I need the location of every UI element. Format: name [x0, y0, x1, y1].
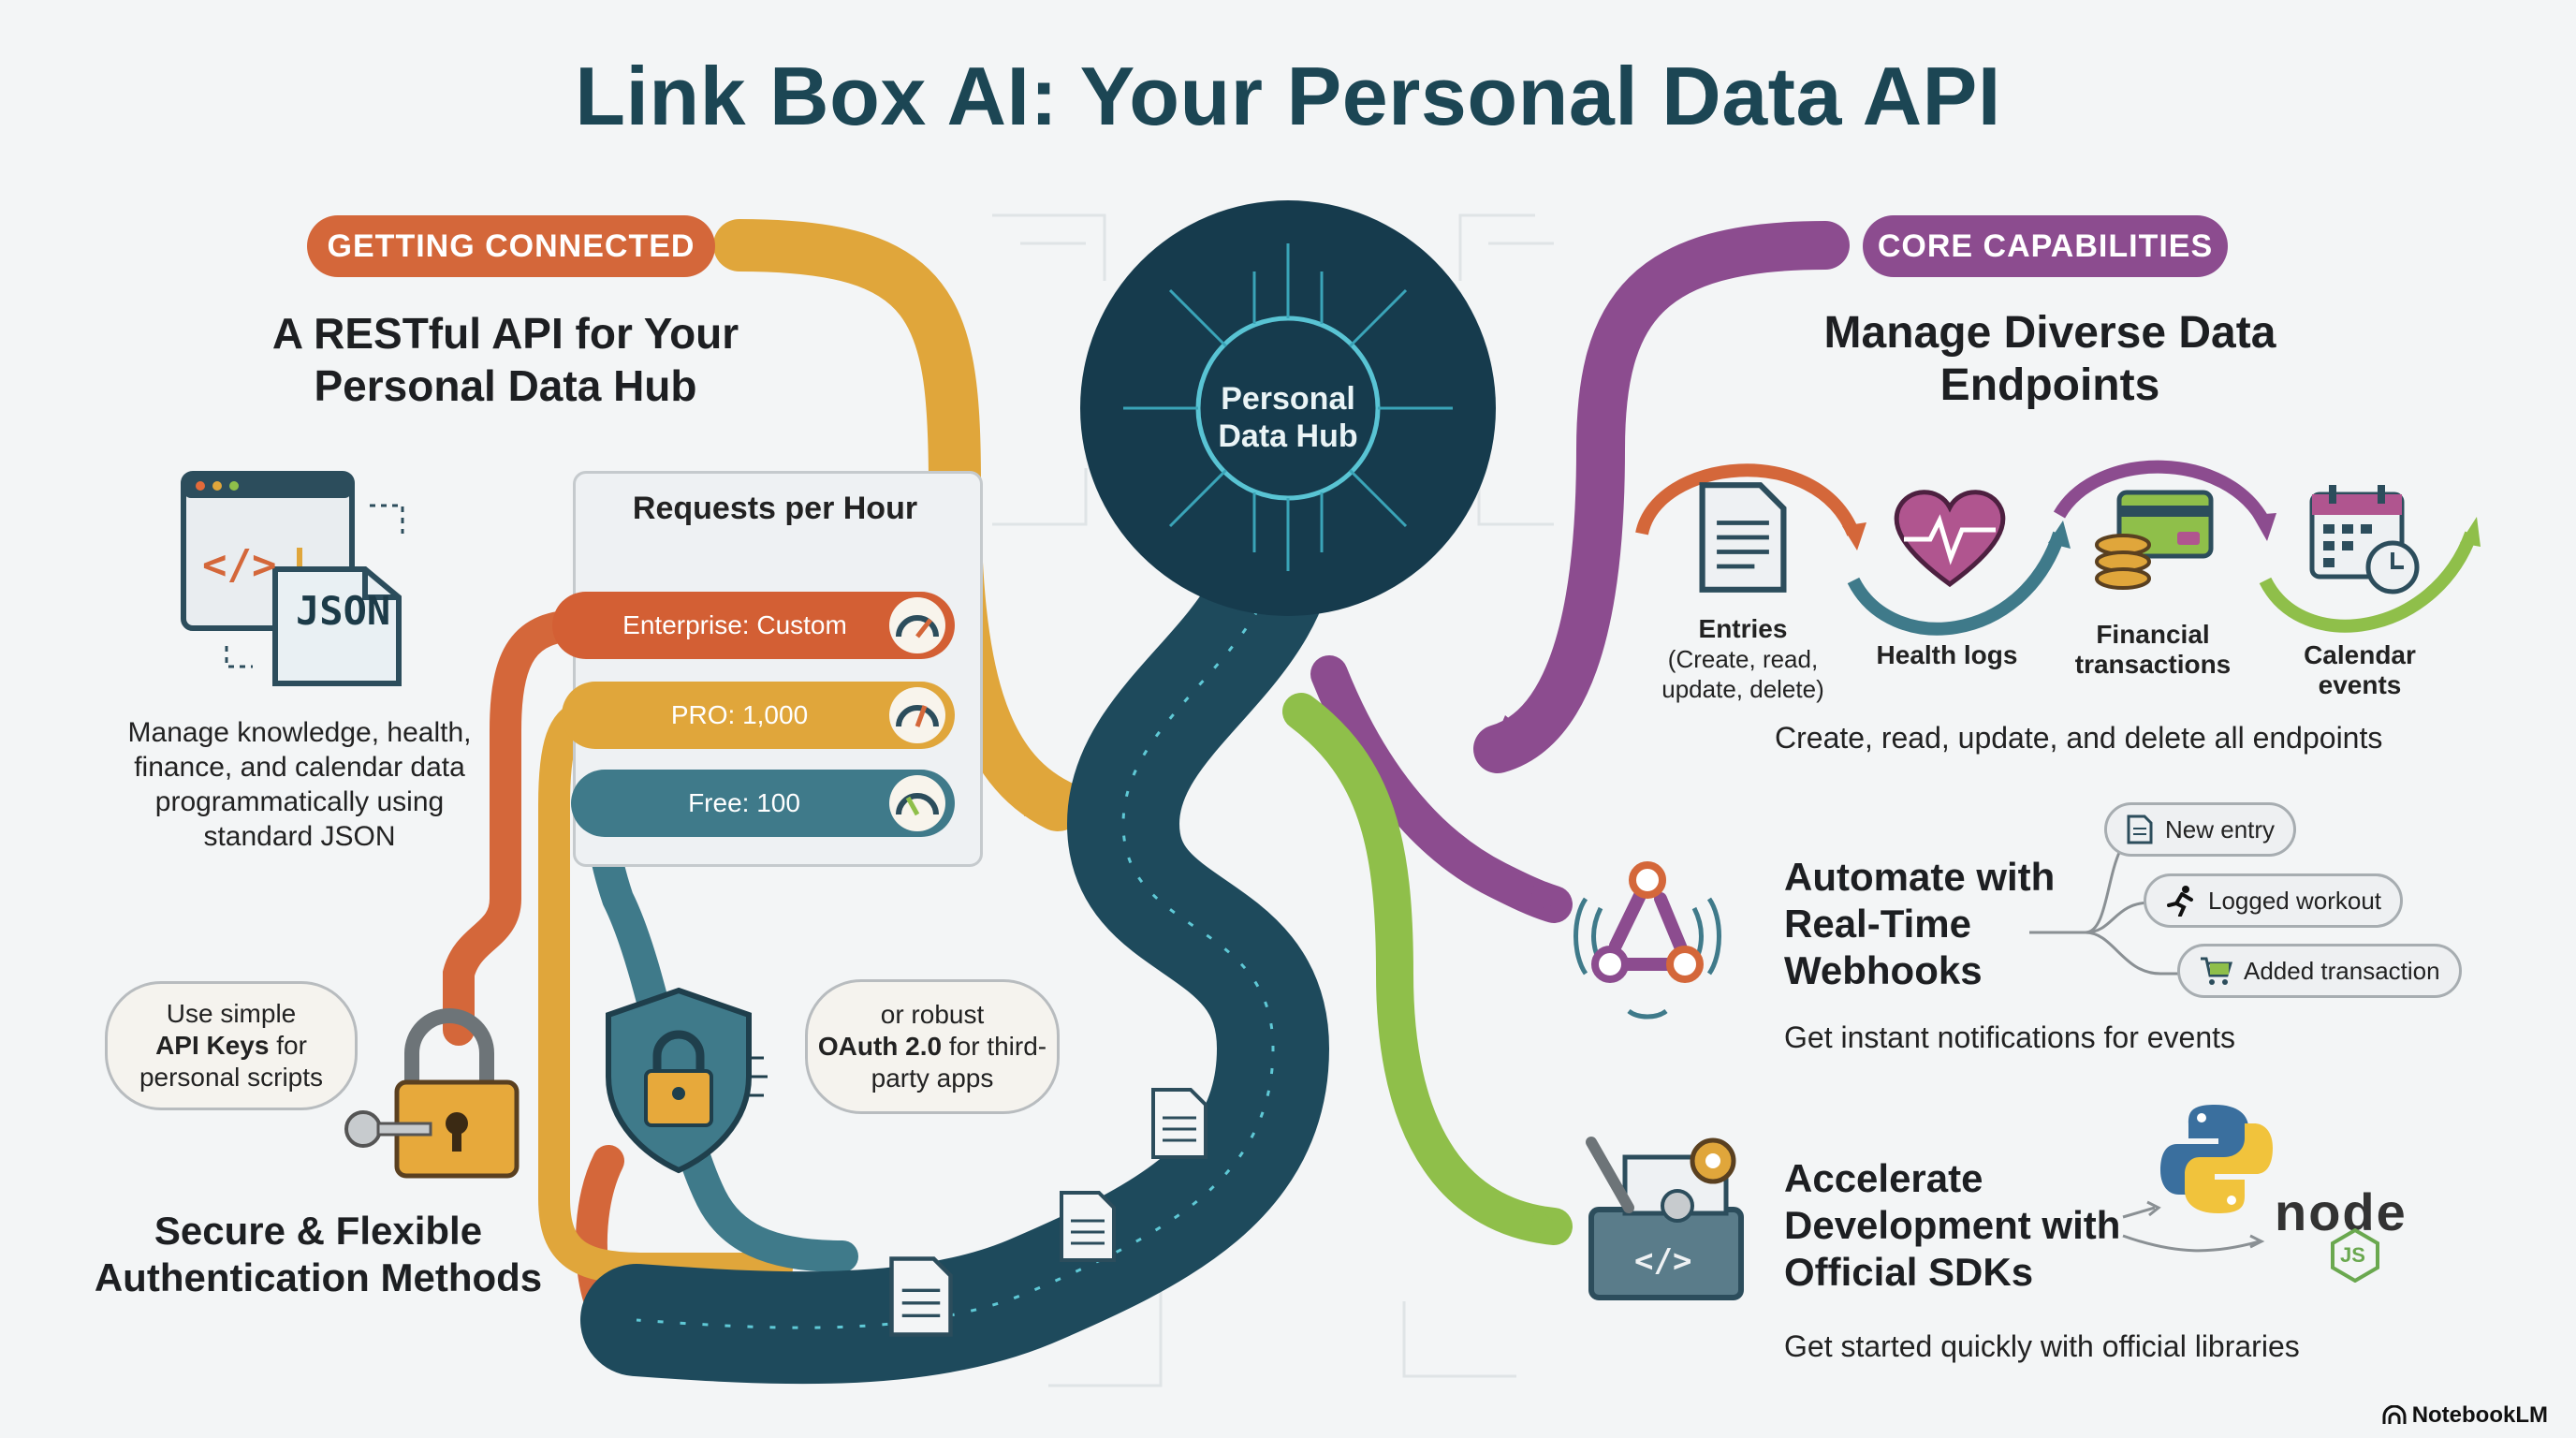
gauge-icon: [889, 687, 945, 743]
notebooklm-logo: NotebookLM: [2382, 1402, 2548, 1429]
padlock-key-icon: [344, 1008, 520, 1179]
api-keys-pre: Use simple: [166, 999, 297, 1028]
purple-webhook-arrowhead: [1528, 880, 1556, 912]
json-tag: JSON: [296, 588, 391, 634]
gauge-icon: [889, 775, 945, 831]
cart-icon: [2201, 957, 2232, 985]
svg-text:</>: </>: [1634, 1242, 1691, 1280]
endpoint-health-logs: Health logs: [1876, 640, 2018, 669]
tier-free-label: Free: 100: [688, 788, 800, 817]
shield-lock-icon: [606, 987, 768, 1174]
money-card-icon: [2095, 490, 2214, 590]
purple-arrowhead: [1488, 715, 1526, 755]
endpoint-entries-sub: (Create, read, update, delete): [1661, 645, 1824, 703]
event-new-entry-label: New entry: [2165, 814, 2276, 844]
endpoint-calendar: Calendar events: [2304, 640, 2416, 699]
endpoints-heading: Manage Diverse Data Endpoints: [1823, 308, 2276, 410]
green-arrowhead: [1530, 1206, 1559, 1236]
api-keys-post: for personal scripts: [139, 1031, 324, 1092]
brand-label: NotebookLM: [2411, 1402, 2548, 1428]
page-title: Link Box AI: Your Personal Data API: [575, 50, 2001, 142]
js-label: JS: [2340, 1243, 2365, 1267]
code-tag: </>: [202, 541, 277, 589]
getting-connected-pill: GETTING CONNECTED: [307, 215, 715, 277]
purple-webhook-path: [1310, 655, 1573, 923]
event-added-transaction-label: Added transaction: [2244, 956, 2440, 985]
tier-enterprise-label: Enterprise: Custom: [622, 610, 847, 639]
sdks-title: Accelerate Development with Official SDK…: [1784, 1156, 2121, 1294]
circuit-decoration: [992, 213, 1554, 1387]
tier-enterprise: Enterprise: Custom: [552, 592, 955, 659]
webhook-icon: [1573, 861, 1721, 1020]
tier-pro-label: PRO: 1,000: [670, 700, 809, 729]
hub-label: Personal Data Hub: [1218, 381, 1358, 454]
nodejs-hexagon-icon: [2331, 1228, 2379, 1283]
event-added-transaction: Added transaction: [2177, 944, 2462, 998]
entries-document-icon: [1699, 482, 1787, 593]
auth-heading: Secure & Flexible Authentication Methods: [94, 1209, 543, 1299]
restful-description: Manage knowledge, health, finance, and c…: [127, 717, 472, 852]
core-capabilities-pill: CORE CAPABILITIES: [1863, 215, 2228, 277]
green-sdk-path: [1282, 693, 1573, 1245]
oauth-post: for third-party apps: [871, 1032, 1047, 1093]
document-icon: [1060, 1191, 1116, 1262]
endpoint-entries: Entries (Create, read, update, delete): [1649, 614, 1837, 704]
event-logged-workout: Logged workout: [2144, 873, 2404, 928]
heart-pulse-icon: [1894, 490, 2006, 588]
gold-arrowhead: [1024, 786, 1067, 816]
crud-description: Create, read, update, and delete all end…: [1775, 721, 2383, 755]
endpoint-financial: Financial transactions: [2074, 620, 2232, 679]
document-icon: [1151, 1088, 1208, 1159]
notebooklm-icon: [2382, 1405, 2407, 1424]
purple-flow-path: [1473, 221, 1850, 773]
webhooks-title: Automate with Real-Time Webhooks: [1784, 855, 2056, 992]
event-new-entry: New entry: [2104, 802, 2297, 857]
data-stream-sparks: [636, 523, 1284, 1329]
endpoint-entries-label: Entries: [1698, 614, 1788, 643]
node-logo-text: node: [2275, 1182, 2408, 1241]
document-icon: [2127, 814, 2153, 844]
api-keys-bold: API Keys: [155, 1031, 270, 1060]
tier-pro: PRO: 1,000: [562, 682, 955, 749]
sdk-arrows: [2122, 1200, 2265, 1253]
tier-free: Free: 100: [571, 770, 955, 837]
event-logged-workout-label: Logged workout: [2208, 886, 2382, 915]
toolbox-icon: </>: [1586, 1137, 1744, 1300]
hub-circuitry: [1123, 243, 1453, 571]
gauge-icon: [889, 597, 945, 653]
python-logo-icon: [2160, 1105, 2273, 1213]
document-icon: [889, 1256, 953, 1337]
running-icon: [2167, 886, 2193, 917]
requests-per-hour-title: Requests per Hour: [632, 491, 918, 526]
oauth-pre: or robust: [880, 1000, 985, 1029]
calendar-clock-icon: [2309, 485, 2420, 594]
sdks-description: Get started quickly with official librar…: [1784, 1329, 2300, 1363]
endpoint-cycle-arrows: [1635, 460, 2481, 636]
webhooks-description: Get instant notifications for events: [1784, 1020, 2236, 1054]
code-json-icon: [181, 471, 404, 686]
oauth-bold: OAuth 2.0: [817, 1032, 943, 1061]
restful-api-heading: A RESTful API for Your Personal Data Hub: [271, 309, 739, 410]
